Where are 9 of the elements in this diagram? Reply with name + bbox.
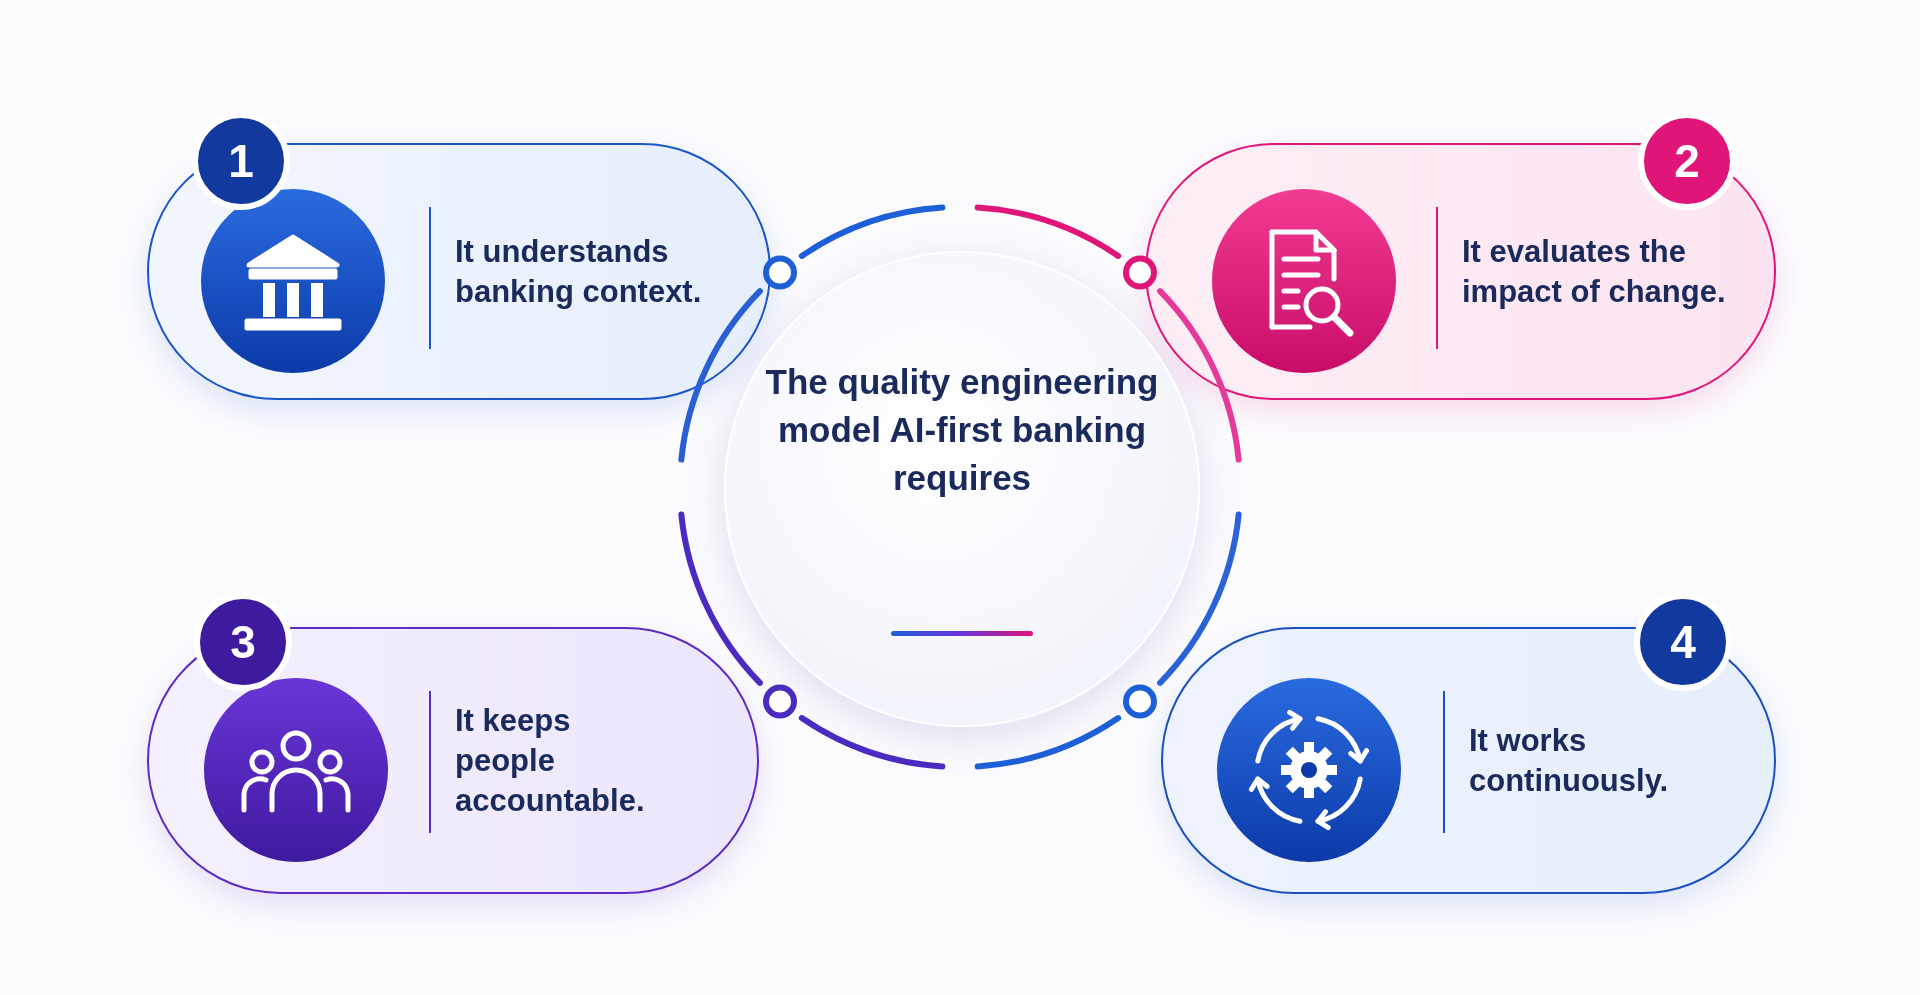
step-text: It keeps people accountable. (455, 701, 646, 820)
step-text: It evaluates the impact of change. (1462, 232, 1727, 311)
step-text: It understands banking context. (455, 232, 703, 311)
step-number-badge: 4 (1634, 593, 1732, 691)
center-title: The quality engineering model AI-first banking requires (764, 361, 1160, 499)
step-number-badge: 1 (192, 112, 290, 210)
step-number-badge: 2 (1638, 112, 1736, 210)
step-number-badge: 3 (194, 593, 292, 691)
step-text: It works continuously. (1469, 721, 1670, 800)
